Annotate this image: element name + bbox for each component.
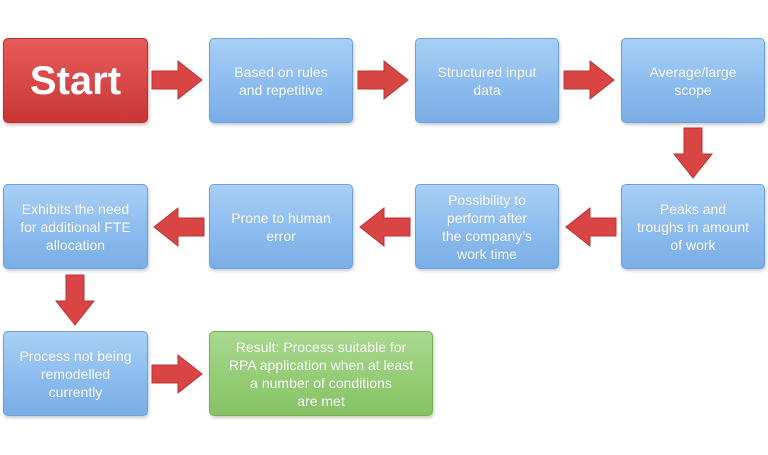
start-box: Start: [3, 38, 148, 123]
step-scope: Average/large scope: [621, 38, 765, 123]
result-label: Result: Process suitable for RPA applica…: [228, 338, 414, 409]
step-not-remodelled-label: Process not being remodelled currently: [19, 347, 132, 400]
start-label: Start: [29, 58, 122, 103]
step-scope-label: Average/large scope: [649, 63, 737, 98]
step-rules-repetitive-label: Based on rules and repetitive: [234, 63, 328, 98]
step-peaks-troughs: Peaks and troughs in amount of work: [621, 184, 765, 269]
step-rules-repetitive: Based on rules and repetitive: [209, 38, 353, 123]
arrow-after-hours-to-error: [359, 206, 411, 248]
step-not-remodelled: Process not being remodelled currently: [3, 331, 148, 416]
step-human-error-label: Prone to human error: [231, 209, 331, 244]
step-structured-input-label: Structured input data: [437, 63, 537, 98]
arrow-scope-to-peaks: [672, 127, 714, 179]
step-after-hours-label: Possibility to perform after the company…: [441, 191, 532, 262]
arrow-error-to-fte: [153, 206, 205, 248]
arrow-structured-to-scope: [563, 59, 615, 101]
step-structured-input: Structured input data: [415, 38, 559, 123]
step-fte-allocation: Exhibits the need for additional FTE all…: [3, 184, 148, 269]
arrow-peaks-to-after-hours: [565, 206, 617, 248]
arrow-rules-to-structured: [357, 59, 409, 101]
step-after-hours: Possibility to perform after the company…: [415, 184, 559, 269]
arrow-start-to-rules: [151, 59, 203, 101]
step-peaks-troughs-label: Peaks and troughs in amount of work: [636, 200, 750, 253]
step-human-error: Prone to human error: [209, 184, 353, 269]
arrow-remodel-to-result: [151, 353, 203, 395]
step-fte-allocation-label: Exhibits the need for additional FTE all…: [20, 200, 131, 253]
arrow-fte-to-remodel: [54, 274, 96, 326]
result-box: Result: Process suitable for RPA applica…: [209, 331, 433, 416]
